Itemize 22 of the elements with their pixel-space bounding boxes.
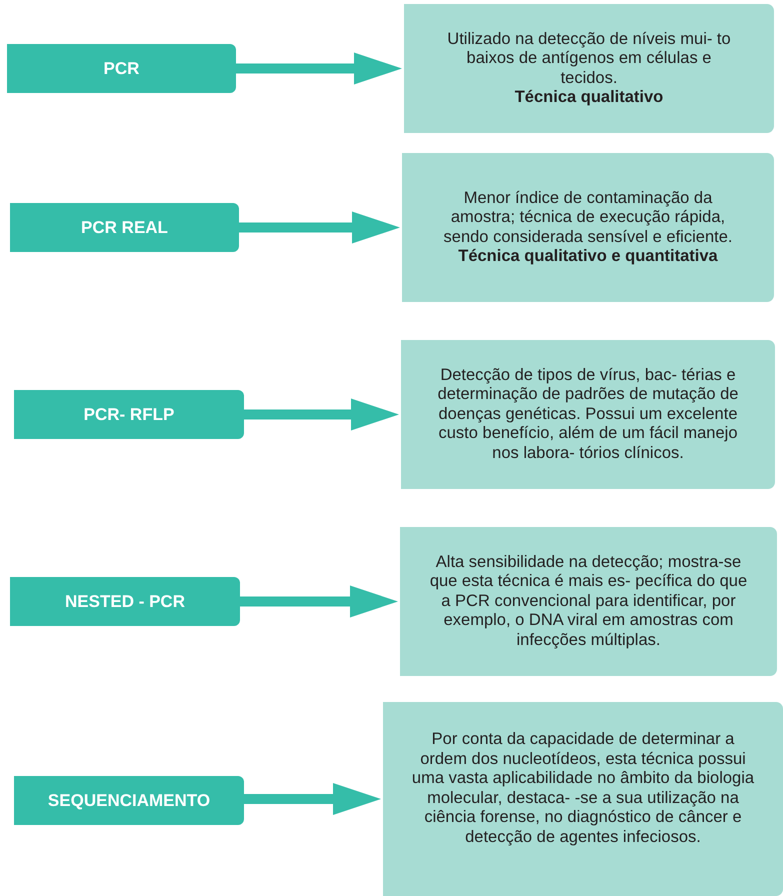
arrow	[236, 52, 402, 84]
arrow	[239, 212, 400, 244]
technique-label: PCR REAL	[10, 203, 239, 252]
description-box	[400, 527, 777, 676]
description-box	[402, 153, 774, 302]
technique-type: Técnica qualitativo	[514, 88, 664, 108]
description-text: Detecção de tipos de vírus, bac- térias e determinação de padrões de mutação de doenças genéticas. Possui um excelente custo benefício, além de um fácil manejo nos labora- tórios clínicos.	[436, 366, 740, 464]
arrow	[240, 586, 398, 618]
arrow	[244, 398, 399, 430]
description-box	[404, 4, 774, 133]
technique-label: PCR- RFLP	[14, 390, 244, 439]
description-box	[383, 702, 783, 896]
technique-type: Técnica qualitativo e quantitativa	[458, 247, 718, 266]
description-text: Utilizado na detecção de níveis mui- to baixos de antígenos em células e tecidos.	[446, 30, 732, 88]
description-text: Por conta da capacidade de determinar a ordem dos nucleotídeos, esta técnica possui uma vasta aplicabilidade no âmbito da biologia molecular, destaca- -se a sua utilização na ciência forense, no diagnóstico de câncer e detecção de agentes infeciosos.	[410, 730, 756, 847]
technique-label: SEQUENCIAMENTO	[14, 776, 244, 825]
technique-label: NESTED - PCR	[10, 577, 240, 626]
arrow	[244, 783, 381, 815]
technique-label: PCR	[7, 44, 236, 93]
description-text: Menor índice de contaminação da amostra; técnica de execução rápida, sendo considerada sensível e eficiente.	[442, 188, 734, 247]
description-box	[401, 340, 775, 489]
description-text: Alta sensibilidade na detecção; mostra-se que esta técnica é mais es- pecífica do que a PCR convencional para identificar, por exemplo, o DNA viral em amostras com infecções múltiplas.	[428, 552, 748, 650]
